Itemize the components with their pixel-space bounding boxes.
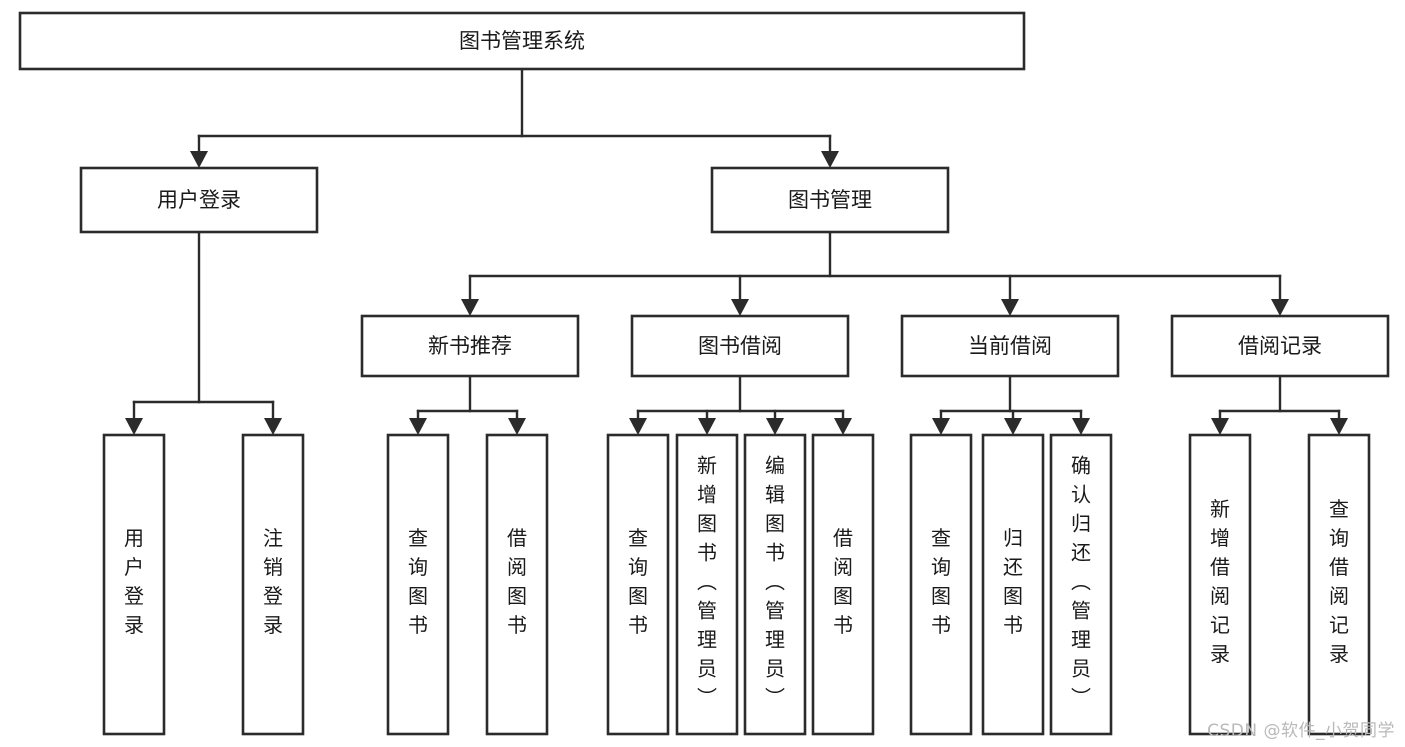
- node-leaf-1-label: 注销登录: [263, 526, 283, 637]
- node-leaf-6[interactable]: 编辑图书︵管理员︶: [743, 433, 807, 736]
- node-leaf-12-label: 查询借阅记录: [1329, 497, 1349, 666]
- node-level3-2-box: [900, 314, 1120, 378]
- nodes-layer: 图书管理系统用户登录图书管理新书推荐图书借阅当前借阅借阅记录用户登录注销登录查询…: [18, 11, 1390, 736]
- csdn-watermark: CSDN @软件_小贺同学: [1207, 721, 1395, 741]
- node-leaf-5-label: 新增图书︵管理员︶: [697, 454, 717, 710]
- node-level3-2-label: 当前借阅: [968, 334, 1052, 358]
- node-leaf-2-label: 查询图书: [408, 526, 428, 637]
- node-leaf-2[interactable]: 查询图书: [386, 433, 450, 736]
- arrow-head-icon: [1072, 418, 1090, 435]
- node-level3-3-label: 借阅记录: [1238, 334, 1322, 358]
- arrow-head-icon: [1211, 418, 1229, 435]
- node-level2-0-label: 用户登录: [157, 188, 241, 212]
- node-level3-1-label: 图书借阅: [698, 334, 782, 358]
- arrow-head-icon: [1004, 418, 1022, 435]
- node-level3-1[interactable]: 图书借阅: [630, 314, 850, 378]
- node-leaf-0[interactable]: 用户登录: [102, 433, 166, 736]
- node-leaf-7-label: 借阅图书: [833, 526, 853, 637]
- node-leaf-0-label: 用户登录: [124, 526, 144, 637]
- node-level3-0-box: [360, 314, 580, 378]
- arrow-head-icon: [461, 299, 479, 316]
- arrow-head-icon: [264, 418, 282, 435]
- connectors-layer: [125, 67, 1348, 435]
- node-level3-0-label: 新书推荐: [428, 334, 512, 358]
- arrow-head-icon: [1330, 418, 1348, 435]
- node-level3-2[interactable]: 当前借阅: [900, 314, 1120, 378]
- node-leaf-11[interactable]: 新增借阅记录: [1188, 433, 1252, 736]
- node-leaf-10-label: 确认归还︵管理员︶: [1071, 454, 1091, 710]
- node-leaf-2-box: [386, 433, 450, 736]
- node-leaf-8-label: 查询图书: [931, 526, 951, 637]
- node-leaf-12[interactable]: 查询借阅记录: [1307, 433, 1371, 736]
- arrow-head-icon: [409, 418, 427, 435]
- arrow-head-icon: [190, 151, 208, 168]
- node-leaf-11-label: 新增借阅记录: [1210, 497, 1230, 666]
- arrow-head-icon: [698, 418, 716, 435]
- arrow-head-icon: [834, 418, 852, 435]
- node-leaf-1[interactable]: 注销登录: [241, 433, 305, 736]
- node-level3-3[interactable]: 借阅记录: [1170, 314, 1390, 378]
- arrow-head-icon: [821, 151, 839, 168]
- arrow-head-icon: [125, 418, 143, 435]
- arrow-head-icon: [766, 418, 784, 435]
- node-leaf-3-box: [485, 433, 549, 736]
- node-leaf-5-box: [675, 433, 739, 736]
- arrow-head-icon: [731, 299, 749, 316]
- arrow-head-icon: [1271, 299, 1289, 316]
- node-leaf-9-box: [981, 433, 1045, 736]
- node-leaf-4[interactable]: 查询图书: [606, 433, 670, 736]
- node-leaf-8[interactable]: 查询图书: [909, 433, 973, 736]
- node-leaf-9[interactable]: 归还图书: [981, 433, 1045, 736]
- node-level2-1[interactable]: 图书管理: [710, 166, 950, 234]
- node-leaf-10[interactable]: 确认归还︵管理员︶: [1049, 433, 1113, 736]
- node-leaf-11-box: [1188, 433, 1252, 736]
- node-leaf-8-box: [909, 433, 973, 736]
- node-leaf-7[interactable]: 借阅图书: [811, 433, 875, 736]
- node-level2-0[interactable]: 用户登录: [79, 166, 319, 234]
- node-level2-1-label: 图书管理: [788, 188, 872, 212]
- node-leaf-4-label: 查询图书: [628, 526, 648, 637]
- node-level3-1-box: [630, 314, 850, 378]
- node-level3-0[interactable]: 新书推荐: [360, 314, 580, 378]
- node-level3-3-box: [1170, 314, 1390, 378]
- node-root-box: [18, 11, 1026, 71]
- node-leaf-7-box: [811, 433, 875, 736]
- node-leaf-3-label: 借阅图书: [507, 526, 527, 637]
- node-leaf-0-box: [102, 433, 166, 736]
- node-leaf-1-box: [241, 433, 305, 736]
- node-leaf-10-box: [1049, 433, 1113, 736]
- arrow-head-icon: [629, 418, 647, 435]
- node-leaf-6-box: [743, 433, 807, 736]
- node-leaf-6-label: 编辑图书︵管理员︶: [765, 454, 785, 710]
- arrow-head-icon: [932, 418, 950, 435]
- node-leaf-12-box: [1307, 433, 1371, 736]
- node-level2-0-box: [79, 166, 319, 234]
- node-leaf-5[interactable]: 新增图书︵管理员︶: [675, 433, 739, 736]
- node-leaf-4-box: [606, 433, 670, 736]
- arrow-head-icon: [508, 418, 526, 435]
- node-level2-1-box: [710, 166, 950, 234]
- node-leaf-9-label: 归还图书: [1003, 526, 1023, 637]
- node-root[interactable]: 图书管理系统: [18, 11, 1026, 71]
- node-leaf-3[interactable]: 借阅图书: [485, 433, 549, 736]
- node-root-label: 图书管理系统: [459, 29, 585, 53]
- arrow-head-icon: [1001, 299, 1019, 316]
